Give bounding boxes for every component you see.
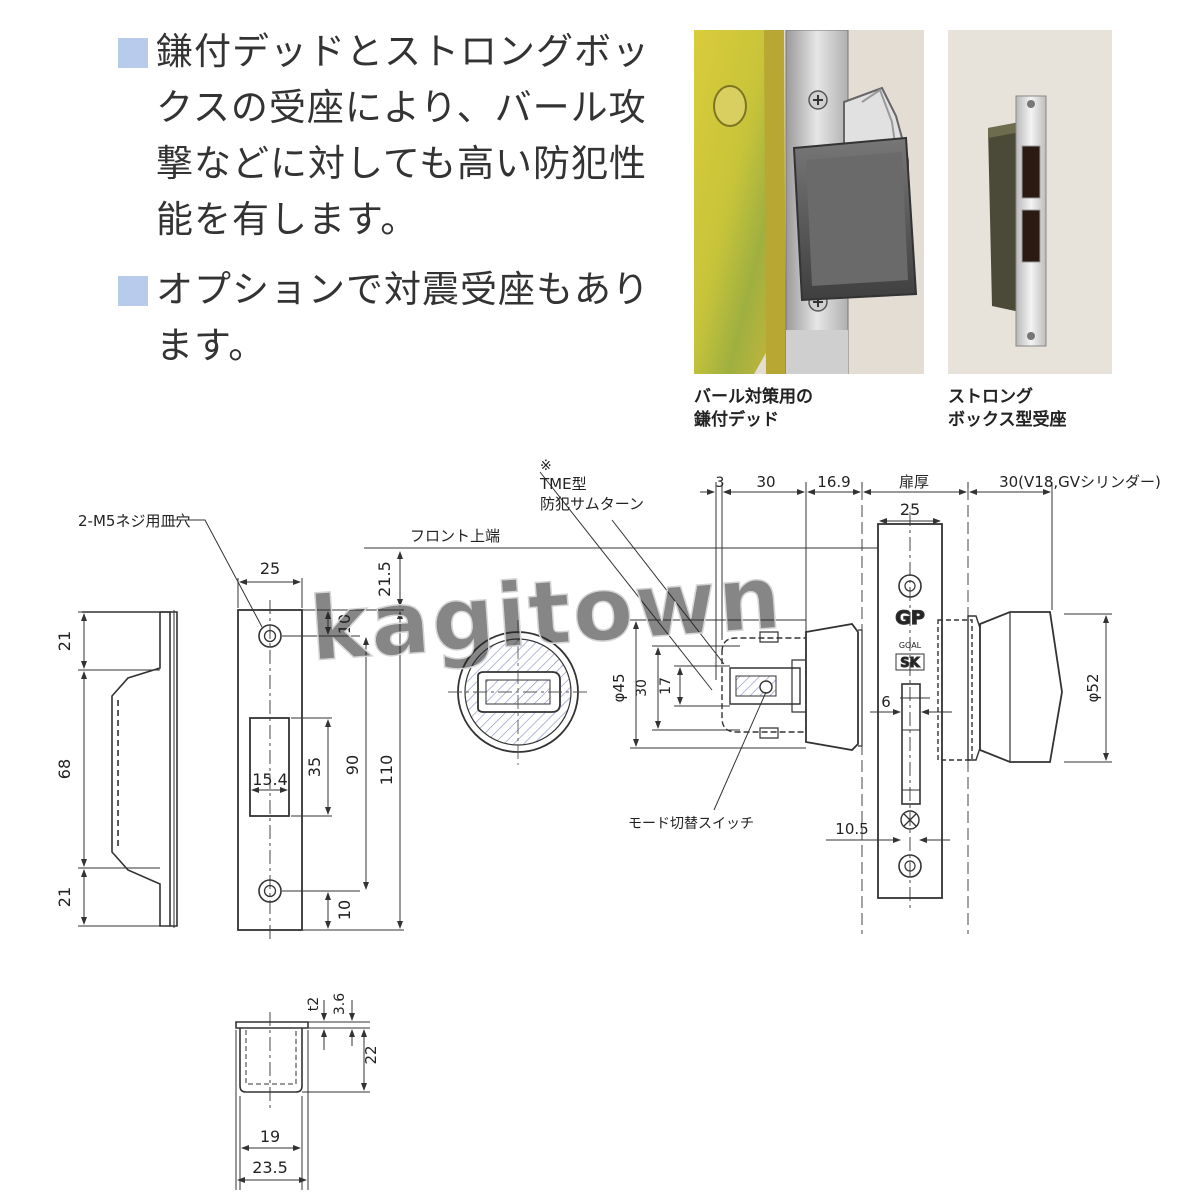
- photo-caption-2: ストロング ボックス型受座: [948, 387, 1067, 430]
- dim-hole-bottom-10: 10: [335, 900, 354, 920]
- strike-box-side-view: [82, 610, 178, 928]
- dim-total-110: 110: [377, 755, 396, 786]
- strike-front-dimensions: [168, 519, 404, 931]
- dim-3: 3: [716, 475, 725, 491]
- mode-switch-label: モード切替スイッチ: [628, 816, 754, 832]
- dim-turn-dia-45: φ45: [610, 674, 628, 703]
- box-section-dimensions: [235, 1000, 370, 1190]
- dim-hole-top-10: 10: [335, 614, 354, 634]
- feature-text-1: 鎌付デッドとストロングボックスの受座により、バール攻撃などに対しても高い防犯性能…: [156, 30, 650, 241]
- dim-bottom-21: 21: [55, 887, 74, 907]
- dim-pitch-90: 90: [343, 755, 362, 775]
- dim-front-width-25: 25: [900, 500, 920, 519]
- strike-side-dimensions: [78, 611, 160, 927]
- mark-sk: SK: [900, 656, 920, 671]
- lock-body-dimensions: [364, 471, 1112, 843]
- dim-opening-35: 35: [305, 757, 324, 777]
- photo-strong-box-strike: [948, 30, 1112, 374]
- photo-caption-1: バール対策用の 鎌付デッド: [694, 387, 813, 430]
- dim-opening-width-15-4: 15.4: [252, 770, 288, 789]
- turn-note-type: TME型: [539, 475, 587, 493]
- lock-body-side-view: [721, 488, 1063, 934]
- turn-note-name: 防犯サムターン: [540, 495, 644, 513]
- dim-middle-68: 68: [55, 759, 74, 779]
- dim-30: 30: [756, 473, 775, 491]
- feature-item-2: オプションで対震受座もあります。: [118, 262, 678, 374]
- dim-depth-22: 22: [362, 1045, 380, 1064]
- dim-thickness-t2: t2: [306, 997, 322, 1011]
- photo-hook-deadbolt: [694, 30, 924, 374]
- dim-cylinder-dia-52: φ52: [1084, 674, 1102, 703]
- bullet-square-icon: [118, 38, 148, 68]
- dim-16-9: 16.9: [817, 473, 850, 491]
- dim-rim-3-6: 3.6: [332, 993, 348, 1015]
- dim-cylinder-30: 30(V18,GVシリンダー): [999, 473, 1161, 491]
- dim-bolt-6: 6: [881, 693, 891, 711]
- dim-case-10-5: 10.5: [835, 820, 868, 838]
- dim-front-top-21-5: 21.5: [375, 561, 394, 597]
- front-top-label: フロント上端: [410, 527, 500, 545]
- strike-box-section-view: [235, 1012, 309, 1110]
- technical-drawing: 21 68 21 2-M5ネジ用皿穴 25 10 35 15.4 90 110 …: [55, 458, 1161, 1190]
- mark-goal: GOAL: [899, 641, 922, 650]
- dim-top-21: 21: [55, 631, 74, 651]
- bullet-square-icon: [118, 276, 148, 306]
- feature-item-1: 鎌付デッドとストロングボックスの受座により、バール攻撃などに対しても高い防犯性能…: [118, 24, 678, 248]
- front-plate-marks: GP GOAL SK: [895, 606, 926, 671]
- dim-turn-30: 30: [634, 679, 650, 697]
- dim-inner-width-19: 19: [260, 1127, 280, 1146]
- dim-plate-width-25: 25: [260, 559, 280, 578]
- thumb-turn-front-view: [448, 620, 590, 765]
- dim-door-thickness: 扉厚: [899, 473, 929, 491]
- turn-note-mark: ※: [540, 458, 552, 474]
- dim-outer-width-23-5: 23.5: [252, 1158, 288, 1177]
- screw-hole-note: 2-M5ネジ用皿穴: [78, 512, 190, 530]
- dim-turn-17: 17: [658, 677, 674, 695]
- mark-gp: GP: [895, 607, 925, 629]
- strike-plate-front-view: [237, 600, 303, 942]
- feature-text-2: オプションで対震受座もあります。: [156, 268, 650, 367]
